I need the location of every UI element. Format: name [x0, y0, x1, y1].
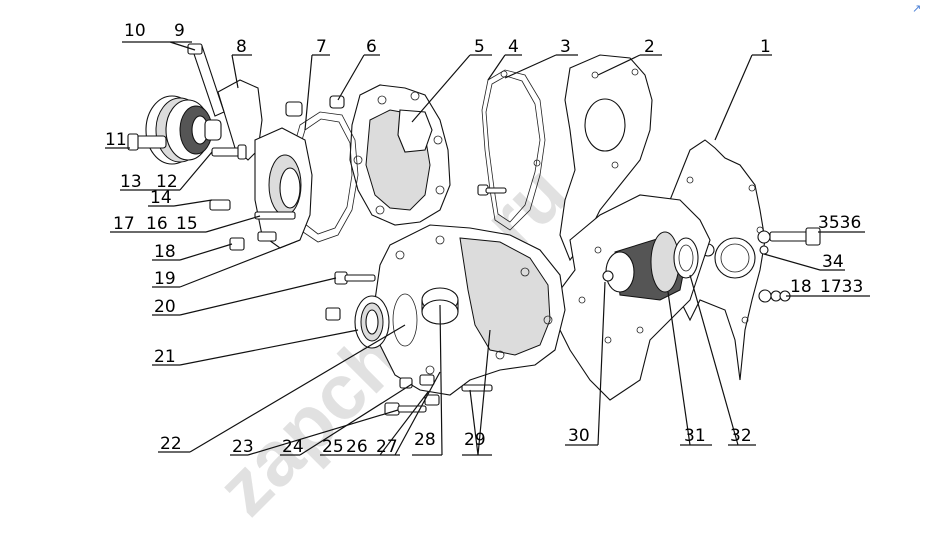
part-16-stud [254, 211, 296, 220]
part-timing-cover [374, 224, 566, 396]
part-23-bolt [399, 377, 413, 389]
corner-mark: ↗ [912, 2, 921, 15]
callout-labels: 1 2 3 4 5 6 7 8 9 10 11 12 13 14 15 16 1… [105, 21, 863, 457]
callout-23: 23 [232, 437, 254, 457]
part-12-spacer [204, 119, 222, 141]
callout-4: 4 [508, 37, 519, 57]
callout-31: 31 [684, 426, 706, 446]
callout-20: 20 [154, 297, 176, 317]
callout-5: 5 [474, 37, 485, 57]
callout-17: 17 [113, 214, 135, 234]
callout-1733: 1733 [820, 277, 863, 297]
callout-18-left: 18 [154, 242, 176, 262]
callout-3536: 3536 [818, 213, 861, 233]
callout-2: 2 [644, 37, 655, 57]
callout-16: 16 [146, 214, 168, 234]
part-4-gasket [481, 69, 546, 231]
callout-12: 12 [156, 172, 178, 192]
callout-32: 32 [730, 426, 752, 446]
part-21-oil-seal [354, 295, 390, 349]
part-32-seal-ring [673, 237, 699, 279]
part-17-33-nuts [758, 289, 791, 303]
part-14-bolt [211, 144, 247, 160]
callout-14: 14 [150, 188, 172, 208]
part-9-bolt [187, 43, 225, 117]
callout-28: 28 [414, 430, 436, 450]
callout-22: 22 [160, 434, 182, 454]
part-29-stud [461, 384, 493, 392]
part-31-camshaft-gear [602, 231, 686, 301]
callout-10: 10 [124, 21, 146, 41]
callout-6: 6 [366, 37, 377, 57]
callout-13: 13 [120, 172, 142, 192]
callout-27: 27 [376, 437, 398, 457]
part-35-36-bolt [757, 227, 821, 255]
callout-15: 15 [176, 214, 198, 234]
callout-8: 8 [236, 37, 247, 57]
callout-7: 7 [316, 37, 327, 57]
part-8-bracket [217, 79, 313, 249]
callout-24: 24 [282, 437, 304, 457]
part-2-gasket-plate [559, 54, 653, 262]
callout-3: 3 [560, 37, 571, 57]
callout-25: 25 [322, 437, 344, 457]
callout-34: 34 [822, 252, 844, 272]
callout-21: 21 [154, 347, 176, 367]
part-6-dowel [329, 95, 345, 109]
part-24-bolts [419, 374, 440, 406]
part-20-bolt [334, 271, 376, 285]
callout-9: 9 [174, 21, 185, 41]
callout-30: 30 [568, 426, 590, 446]
part-15-bolt [209, 199, 231, 211]
part-5-gear-housing [349, 84, 451, 226]
part-bolt-left-lower [325, 307, 341, 321]
callout-26: 26 [346, 437, 368, 457]
callout-29: 29 [464, 430, 486, 450]
callout-18-right: 18 [790, 277, 812, 297]
part-18-bolt [229, 231, 277, 251]
callout-1: 1 [760, 37, 771, 57]
leader-lines [105, 41, 870, 456]
part-11-pulley [127, 95, 213, 165]
callout-19: 19 [154, 269, 176, 289]
callout-11: 11 [105, 130, 127, 150]
part-stud-top [477, 184, 507, 196]
